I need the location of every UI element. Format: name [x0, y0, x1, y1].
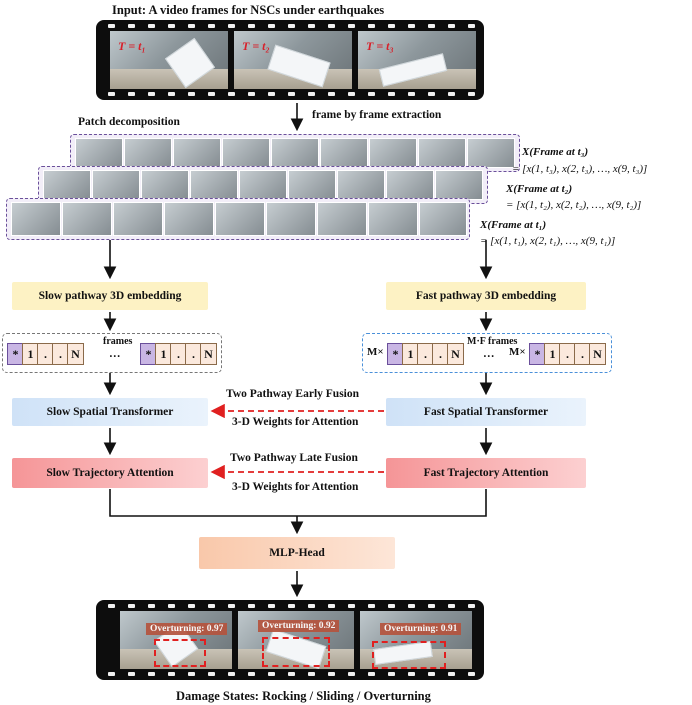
- output-title: Damage States: Rocking / Sliding / Overt…: [176, 689, 431, 703]
- patch-formula-t3: = [x(1, t₃), x(2, t₃), …, x(9, t₃)]: [512, 163, 648, 175]
- output-frame-2: Overturning: 0.92: [238, 611, 354, 669]
- patch-row-t1: [6, 198, 470, 240]
- late-weights-label: 3-D Weights for Attention: [232, 481, 359, 493]
- late-fusion-label: Two Pathway Late Fusion: [230, 452, 358, 464]
- token: N: [589, 343, 606, 365]
- fast-frames-label: M·F frames: [467, 336, 518, 347]
- detection-box: [262, 637, 330, 667]
- input-frame-2: T = t₂: [234, 31, 352, 89]
- fast-ellipsis: …: [483, 348, 495, 360]
- slow-spatial-transformer: Slow Spatial Transformer: [12, 398, 208, 426]
- detection-box: [372, 641, 446, 669]
- fast-trajectory-attention: Fast Trajectory Attention: [386, 458, 586, 488]
- patch-row-t3: [70, 134, 520, 172]
- mlp-head-box: MLP-Head: [199, 537, 395, 569]
- token: N: [200, 343, 217, 365]
- input-film-strip: T = t₁ T = t₂ T = t₃: [96, 20, 484, 100]
- extraction-label: frame by frame extraction: [312, 109, 442, 121]
- fast-multiplier: M×: [367, 346, 384, 358]
- patch-symbol-t3: X(Frame at t₃): [522, 146, 589, 158]
- prediction-badge: Overturning: 0.92: [258, 620, 340, 632]
- early-fusion-label: Two Pathway Early Fusion: [226, 388, 360, 400]
- slow-embedding-box: Slow pathway 3D embedding: [12, 282, 208, 310]
- fast-spatial-transformer: Fast Spatial Transformer: [386, 398, 586, 426]
- slow-token-group: * 1 . . N frames … * 1 . . N: [2, 333, 222, 373]
- token: .: [170, 343, 187, 365]
- fast-token-group: M× * 1 . . N M·F frames … M× * 1 . . N: [362, 333, 612, 373]
- token: N: [447, 343, 464, 365]
- patch-symbol-t2: X(Frame at t₂): [506, 183, 573, 195]
- detection-box: [154, 639, 206, 667]
- slow-frames-label: frames: [103, 336, 133, 347]
- frame-time-label: T = t₃: [366, 39, 394, 53]
- prediction-badge: Overturning: 0.97: [146, 623, 228, 635]
- patch-symbol-t1: X(Frame at t₁): [480, 219, 547, 231]
- patch-row-t2: [38, 166, 488, 204]
- merge-connector: [109, 489, 487, 517]
- frame-time-label: T = t₁: [118, 39, 146, 53]
- patch-formula-t2: = [x(1, t₂), x(2, t₂), …, x(9, t₂)]: [506, 199, 642, 211]
- input-title: Input: A video frames for NSCs under ear…: [112, 3, 385, 17]
- fast-embedding-box: Fast pathway 3D embedding: [386, 282, 586, 310]
- output-film-strip: Overturning: 0.97 Overturning: 0.92 Over…: [96, 600, 484, 680]
- prediction-badge: Overturning: 0.91: [380, 623, 462, 635]
- token: N: [67, 343, 84, 365]
- output-frame-1: Overturning: 0.97: [120, 611, 232, 669]
- fast-multiplier: M×: [509, 346, 526, 358]
- patch-formula-t1: = [x(1, t₁), x(2, t₁), …, x(9, t₁)]: [480, 235, 616, 247]
- input-frame-1: T = t₁: [110, 31, 228, 89]
- input-frame-3: T = t₃: [358, 31, 476, 89]
- slow-trajectory-attention: Slow Trajectory Attention: [12, 458, 208, 488]
- frame-time-label: T = t₂: [242, 39, 270, 53]
- slow-ellipsis: …: [109, 348, 121, 360]
- patch-title: Patch decomposition: [78, 116, 180, 128]
- early-weights-label: 3-D Weights for Attention: [232, 416, 359, 428]
- output-frame-3: Overturning: 0.91: [360, 611, 472, 669]
